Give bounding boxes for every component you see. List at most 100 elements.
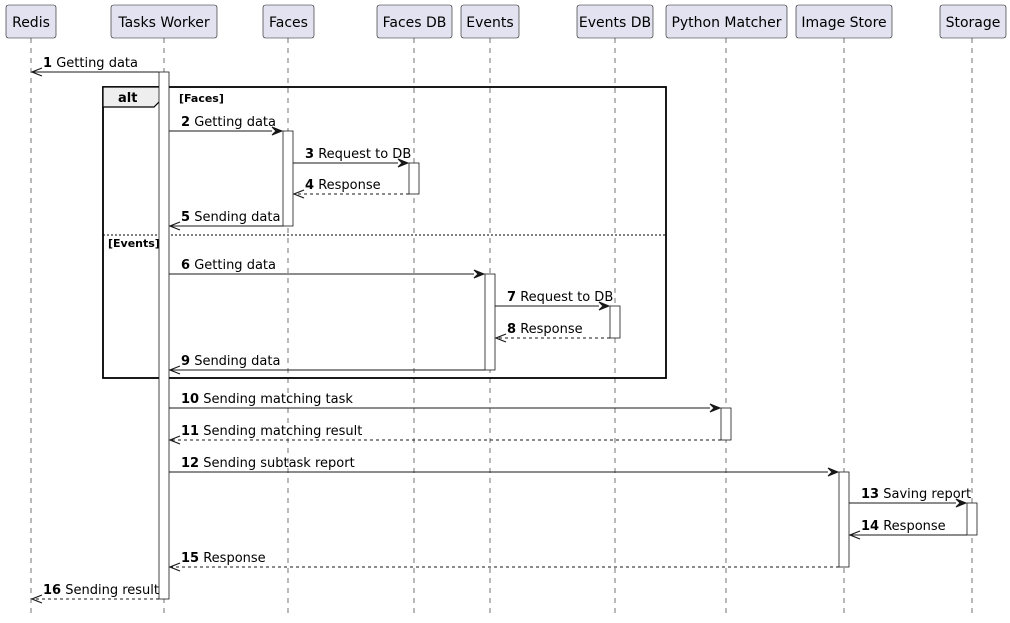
arrowhead — [955, 498, 968, 508]
guard-faces: [Faces] — [179, 92, 224, 105]
message-10: 10 Sending matching task — [169, 392, 722, 413]
message-number: 7 — [507, 290, 516, 305]
message-text: Response — [520, 322, 582, 337]
arrowhead — [397, 158, 410, 168]
message-7: 7 Request to DB — [495, 290, 613, 311]
message-label: 9 Sending data — [181, 354, 280, 369]
participant-box — [939, 4, 1007, 39]
message-number: 2 — [181, 115, 190, 130]
message-text: Response — [883, 519, 945, 534]
message-number: 4 — [305, 178, 314, 193]
participant-events-db[interactable]: Events DB — [576, 4, 654, 39]
participant-faces[interactable]: Faces — [262, 4, 315, 39]
arrowhead — [30, 67, 43, 77]
message-11: 11 Sending matching result — [168, 424, 721, 445]
activations — [158, 71, 978, 600]
message-13: 13 Saving report — [849, 487, 971, 508]
message-2: 2 Getting data — [169, 115, 284, 136]
message-16: 16 Sending result — [30, 583, 159, 604]
message-4: 4 Response — [292, 178, 409, 199]
arrowhead — [827, 467, 840, 477]
message-6: 6 Getting data — [169, 258, 486, 279]
participant-image-store[interactable]: Image Store — [795, 4, 893, 39]
arrowhead — [473, 269, 486, 279]
message-number: 3 — [305, 147, 314, 162]
lifelines — [30, 38, 973, 617]
message-3: 3 Request to DB — [293, 147, 411, 168]
participant-box — [110, 4, 218, 39]
arrowhead — [168, 562, 181, 572]
message-text: Sending matching task — [203, 392, 353, 407]
alt-frame-border — [102, 86, 667, 379]
message-label: 6 Getting data — [181, 258, 276, 273]
participant-label: Events DB — [579, 15, 651, 31]
participant-events[interactable]: Events — [460, 4, 520, 39]
activation-faces-db — [408, 162, 420, 195]
participant-box — [795, 4, 893, 39]
message-label: 3 Request to DB — [305, 147, 411, 162]
message-text: Response — [318, 178, 380, 193]
arrowhead — [292, 189, 305, 199]
message-label: 10 Sending matching task — [181, 392, 353, 407]
message-number: 1 — [43, 56, 52, 71]
activation-faces — [282, 130, 294, 227]
message-number: 8 — [507, 322, 516, 337]
arrowhead — [168, 221, 181, 231]
participant-label: Storage — [946, 15, 1001, 31]
message-text: Sending subtask report — [203, 456, 354, 471]
activation-tasks-worker — [158, 71, 170, 600]
participant-faces-db[interactable]: Faces DB — [376, 4, 453, 39]
participant-box — [376, 4, 453, 39]
message-9: 9 Sending data — [168, 354, 485, 375]
message-5: 5 Sending data — [168, 210, 283, 231]
activation-storage — [966, 502, 978, 536]
alt-frame: alt[Faces][Events] — [102, 86, 667, 379]
arrowhead — [494, 333, 507, 343]
participant-redis[interactable]: Redis — [5, 4, 57, 39]
participant-tasks-worker[interactable]: Tasks Worker — [110, 4, 218, 39]
guard-events: [Events] — [108, 237, 160, 250]
message-number: 15 — [181, 551, 199, 566]
message-14: 14 Response — [848, 519, 967, 540]
message-15: 15 Response — [168, 551, 839, 572]
message-label: 14 Response — [861, 519, 946, 534]
participant-box — [665, 4, 788, 39]
message-text: Getting data — [194, 258, 276, 273]
message-label: 15 Response — [181, 551, 266, 566]
arrowhead — [709, 403, 722, 413]
arrowhead — [168, 435, 181, 445]
message-text: Getting data — [56, 56, 138, 71]
message-text: Sending matching result — [203, 424, 362, 439]
message-number: 10 — [181, 392, 199, 407]
message-text: Sending result — [65, 583, 159, 598]
message-number: 5 — [181, 210, 190, 225]
participant-box — [576, 4, 654, 39]
arrowhead — [598, 301, 611, 311]
participant-python-matcher[interactable]: Python Matcher — [665, 4, 788, 39]
participant-label: Events — [466, 15, 513, 31]
participant-label: Faces — [269, 15, 308, 31]
message-number: 14 — [861, 519, 879, 534]
activation-image-store — [838, 471, 850, 568]
message-text: Response — [203, 551, 265, 566]
arrowhead — [271, 126, 284, 136]
message-text: Sending data — [194, 354, 280, 369]
message-label: 16 Sending result — [43, 583, 159, 598]
activation-python-matcher — [720, 407, 732, 441]
message-label: 5 Sending data — [181, 210, 280, 225]
message-1: 1 Getting data — [30, 56, 159, 77]
participant-box — [5, 4, 57, 39]
message-number: 11 — [181, 424, 199, 439]
participant-label: Faces DB — [383, 15, 447, 31]
participant-label: Tasks Worker — [117, 15, 210, 31]
message-label: 7 Request to DB — [507, 290, 613, 305]
message-text: Sending data — [194, 210, 280, 225]
message-label: 11 Sending matching result — [181, 424, 362, 439]
message-label: 8 Response — [507, 322, 583, 337]
message-8: 8 Response — [494, 322, 610, 343]
activation-events-db — [609, 305, 621, 339]
activation-events — [484, 273, 496, 371]
messages: 1 Getting data 2 Getting data 3 Request to… — [30, 56, 971, 604]
participant-storage[interactable]: Storage — [939, 4, 1007, 39]
